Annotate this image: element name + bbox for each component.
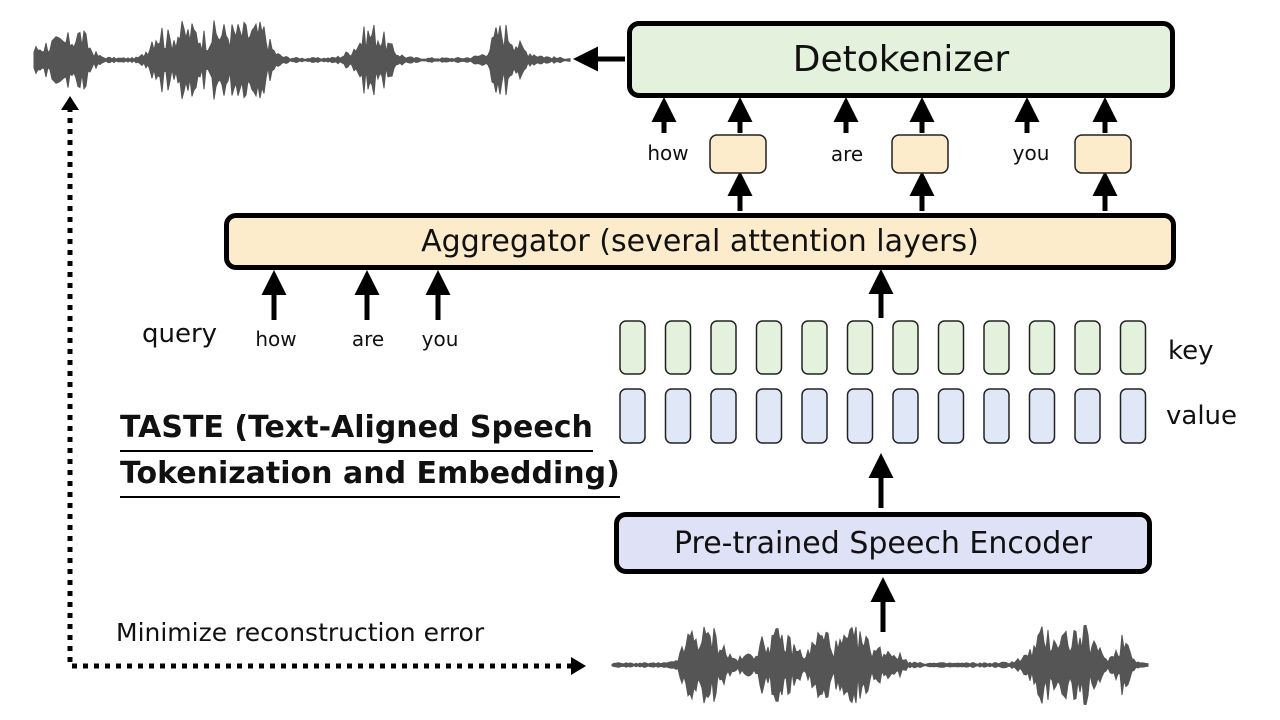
reconstruction-loop-arrow (67, 104, 572, 669)
key-cell (1074, 320, 1101, 375)
value-cell (1074, 388, 1101, 444)
value-cell (755, 388, 783, 444)
key-cell (846, 320, 874, 375)
input-waveform (611, 624, 1149, 706)
speech-encoder-box: Pre-trained Speech Encoder (614, 512, 1152, 574)
speech-encoder-label: Pre-trained Speech Encoder (673, 525, 1093, 561)
reconstruction-arrowhead-right (571, 657, 586, 675)
method-title: TASTE (Text-Aligned Speech Tokenization … (120, 406, 620, 498)
query-label: query (142, 319, 218, 349)
value-cell (983, 388, 1010, 444)
output-token-how: how (647, 141, 689, 165)
key-cell (1028, 320, 1056, 375)
query-word-how: how (255, 327, 297, 351)
value-cell (619, 388, 646, 444)
value-cell (710, 388, 737, 444)
key-cell (937, 320, 965, 375)
value-cell (892, 388, 919, 444)
key-label: key (1168, 336, 1214, 366)
key-cell (619, 320, 646, 375)
output-token-are: are (830, 142, 864, 166)
output-token-you: you (1012, 141, 1050, 165)
detokenizer-box: Detokenizer (627, 21, 1175, 98)
speech-token-box-1 (709, 134, 767, 174)
value-cell (664, 388, 692, 444)
value-cell (937, 388, 965, 444)
value-cell (1028, 388, 1056, 444)
value-label: value (1166, 401, 1238, 431)
detokenizer-label: Detokenizer (792, 39, 1010, 80)
speech-token-box-2 (891, 134, 949, 174)
method-title-line-2: Tokenization and Embedding) (120, 452, 620, 498)
key-cell (1119, 320, 1147, 375)
key-cell (664, 320, 692, 375)
key-cell (710, 320, 737, 375)
value-cell (801, 388, 828, 444)
reconstruction-caption: Minimize reconstruction error (116, 618, 485, 647)
speech-token-box-3 (1074, 134, 1132, 174)
key-cell (755, 320, 783, 375)
reconstruction-arrowhead-up (61, 96, 79, 110)
method-title-line-1: TASTE (Text-Aligned Speech (120, 406, 593, 452)
value-cell (1119, 388, 1147, 444)
key-cell (892, 320, 919, 375)
aggregator-label: Aggregator (several attention layers) (421, 224, 979, 259)
value-cell (846, 388, 874, 444)
query-word-are: are (351, 327, 385, 351)
key-cell (801, 320, 828, 375)
key-cell (983, 320, 1010, 375)
key-value-cells (619, 320, 1147, 444)
aggregator-box: Aggregator (several attention layers) (224, 213, 1176, 270)
output-waveform (33, 20, 571, 100)
query-word-you: you (421, 327, 459, 351)
